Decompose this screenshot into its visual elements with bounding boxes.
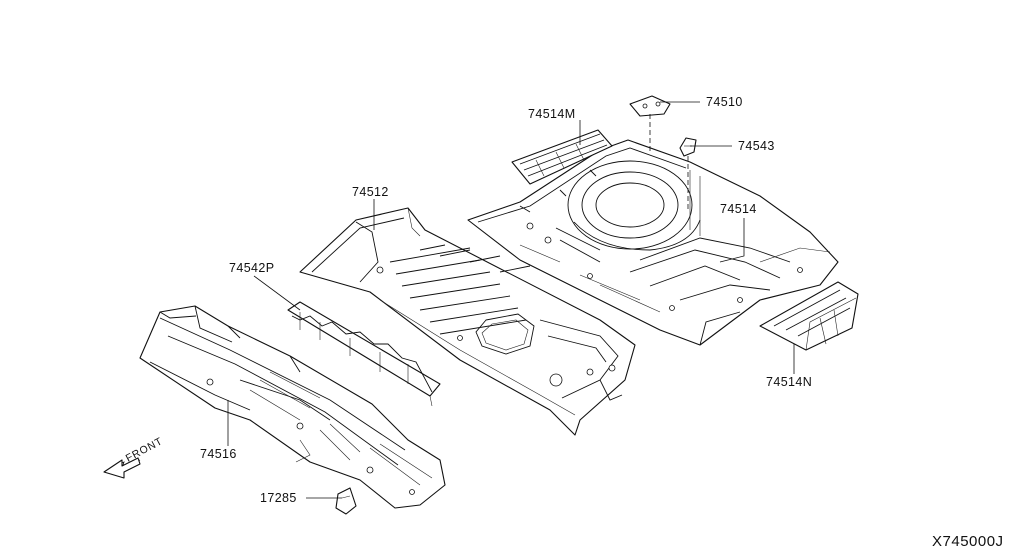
- label-74514M: 74514M: [528, 107, 576, 121]
- front-arrow-icon: [103, 457, 141, 479]
- label-74510: 74510: [706, 95, 743, 109]
- label-74514N: 74514N: [766, 375, 812, 389]
- label-74543: 74543: [738, 139, 775, 153]
- label-17285: 17285: [260, 491, 297, 505]
- label-74516: 74516: [200, 447, 237, 461]
- part-74543-clip[interactable]: [679, 137, 697, 157]
- label-74512: 74512: [352, 185, 389, 199]
- part-74510-bracket[interactable]: [629, 95, 671, 117]
- leader-lines: [227, 101, 795, 499]
- part-17285-clip[interactable]: [335, 487, 357, 515]
- part-center-floor-74512[interactable]: [299, 207, 636, 436]
- label-74514: 74514: [720, 202, 757, 216]
- label-74542P: 74542P: [229, 261, 275, 275]
- part-74514N-panel[interactable]: [759, 281, 859, 351]
- part-front-floor-74516[interactable]: [139, 305, 446, 509]
- front-direction-label: FRONT: [124, 435, 165, 464]
- part-74514M-panel[interactable]: [511, 129, 613, 185]
- part-74542P-crossmember[interactable]: [287, 301, 441, 407]
- part-rear-floor-74514[interactable]: [467, 139, 839, 346]
- diagram-code: X745000J: [932, 533, 1004, 550]
